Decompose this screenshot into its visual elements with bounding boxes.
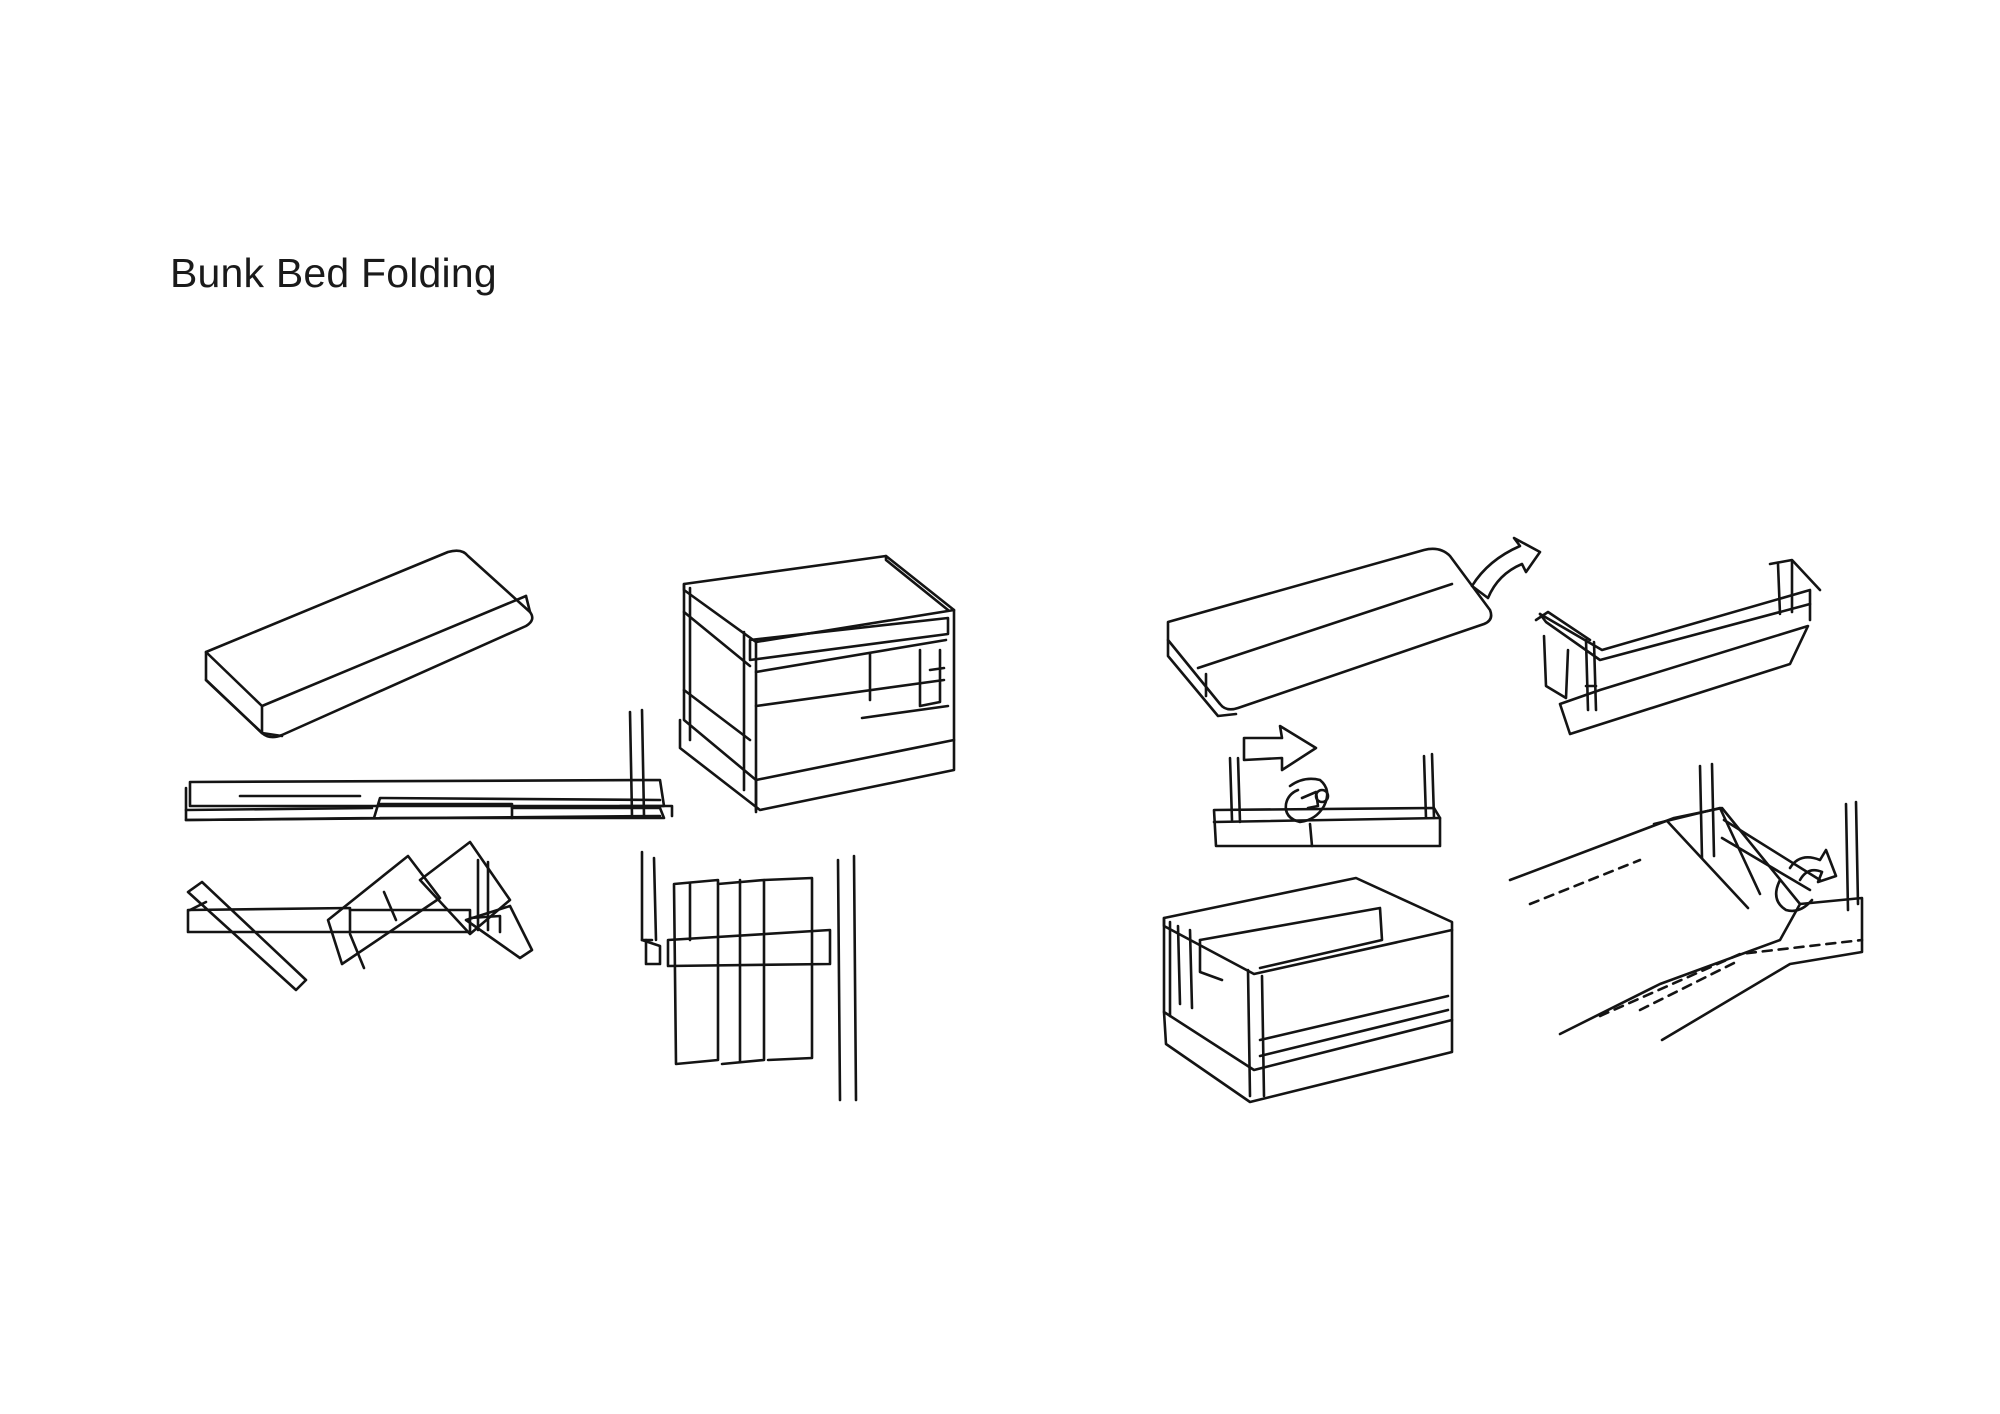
- raised-upper-frame: [1534, 558, 1822, 736]
- slide-arrow-lock-mechanism: [1212, 724, 1442, 848]
- collapsed-bed-box: [1162, 876, 1454, 1104]
- telescoping-side-rail: [184, 708, 674, 822]
- bunk-bed-frame-perspective: [678, 554, 956, 814]
- folded-slats-against-post: [640, 850, 858, 1102]
- mattress-with-fold-arrow: [1166, 536, 1542, 718]
- hook-latch-closeup: [1508, 762, 1864, 1042]
- page-title: Bunk Bed Folding: [170, 250, 497, 296]
- scissor-folding-support: [186, 840, 534, 992]
- single-mattress-board: [204, 549, 534, 739]
